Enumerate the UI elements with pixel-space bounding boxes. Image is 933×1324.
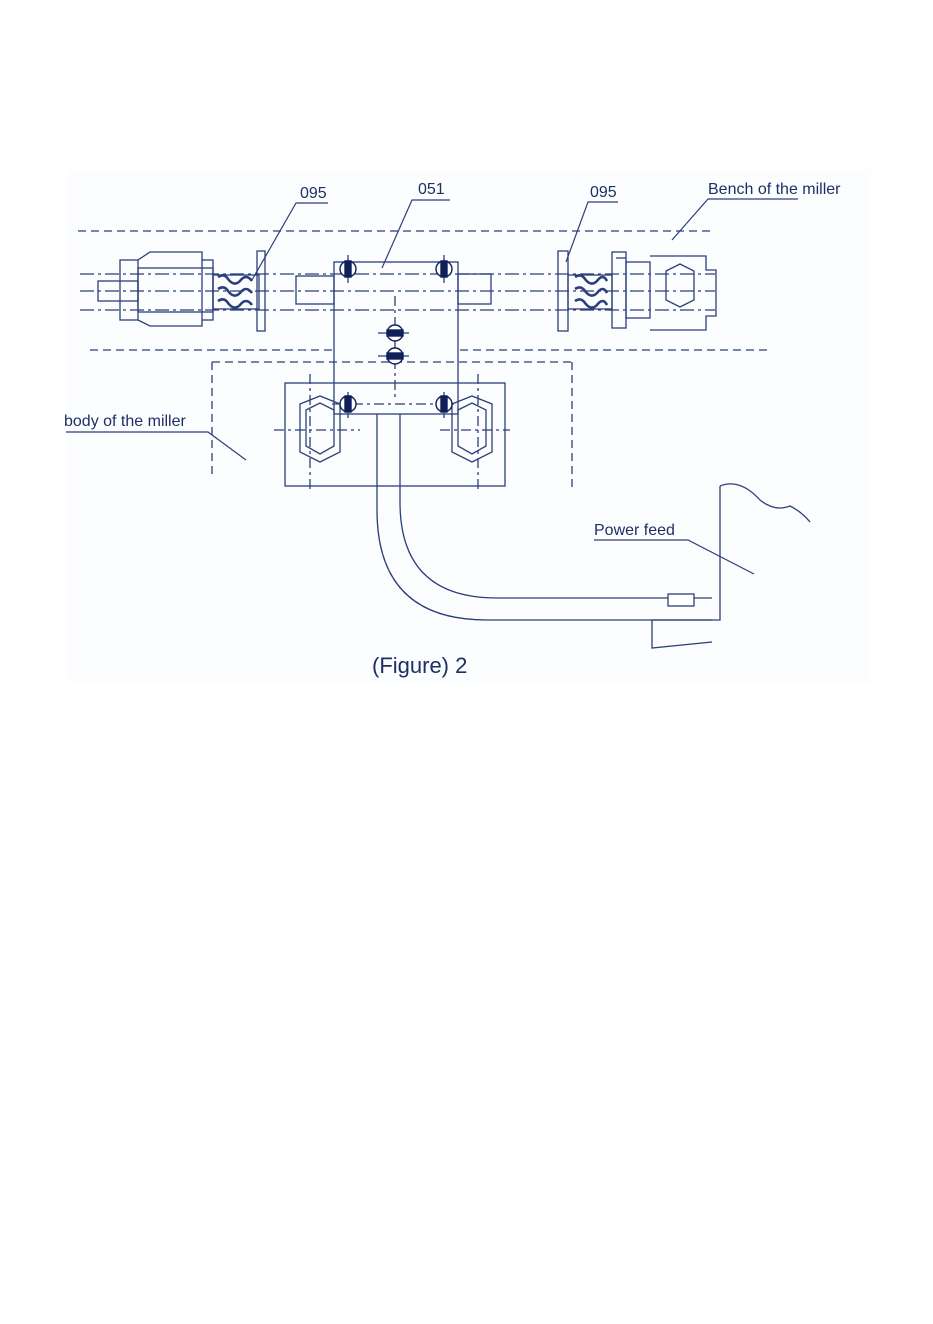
screws: [340, 261, 452, 412]
label-body: body of the miller: [64, 413, 187, 430]
label-power-feed: Power feed: [594, 522, 675, 539]
label-095-left: 095: [300, 185, 327, 202]
left-stop-assembly: [98, 252, 213, 326]
right-spring: [568, 275, 612, 309]
left-spring: [213, 275, 259, 309]
label-bench: Bench of the miller: [708, 181, 841, 198]
screw-bottom-left: [340, 396, 356, 412]
screw-center-lower: [387, 348, 403, 364]
screw-center-upper: [387, 325, 403, 341]
screw-bottom-right: [436, 396, 452, 412]
power-feed-rod: [377, 414, 712, 620]
center-lines: [80, 274, 715, 310]
screw-top-left: [340, 261, 356, 277]
figure-caption: (Figure) 2: [372, 653, 467, 678]
body-outline: [212, 362, 572, 488]
label-051: 051: [418, 181, 445, 198]
body-bracket: [285, 383, 505, 486]
label-095-right: 095: [590, 184, 617, 201]
bracket-center-lines: [274, 255, 510, 490]
screw-top-right: [436, 261, 452, 277]
leader-lines: [66, 199, 798, 574]
power-feed-housing: [652, 484, 810, 648]
